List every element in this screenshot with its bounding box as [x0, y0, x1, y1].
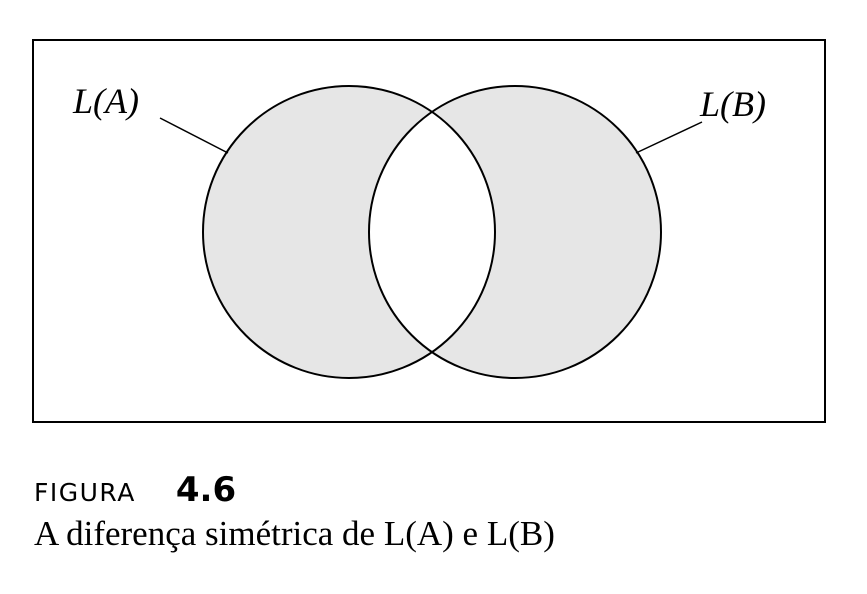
caption-heading: FIGURA 4.6: [34, 470, 555, 510]
universe-frame: [32, 39, 826, 423]
set-b-outline: [368, 85, 662, 379]
set-b-label: L(B): [699, 84, 766, 124]
figure-word: FIGURA: [34, 478, 136, 507]
figure-number: 4.6: [175, 470, 237, 510]
set-a-leader-line: [159, 117, 229, 154]
figure-description: A diferença simétrica de L(A) e L(B): [34, 514, 555, 553]
intersection-region: [369, 86, 495, 378]
set-a-outline: [202, 85, 496, 379]
venn-diagram: L(A) L(B): [32, 39, 826, 423]
set-a-label: L(A): [72, 81, 139, 121]
set-b-leader-line: [635, 121, 703, 154]
figure-caption: FIGURA 4.6 A diferença simétrica de L(A)…: [34, 470, 555, 554]
